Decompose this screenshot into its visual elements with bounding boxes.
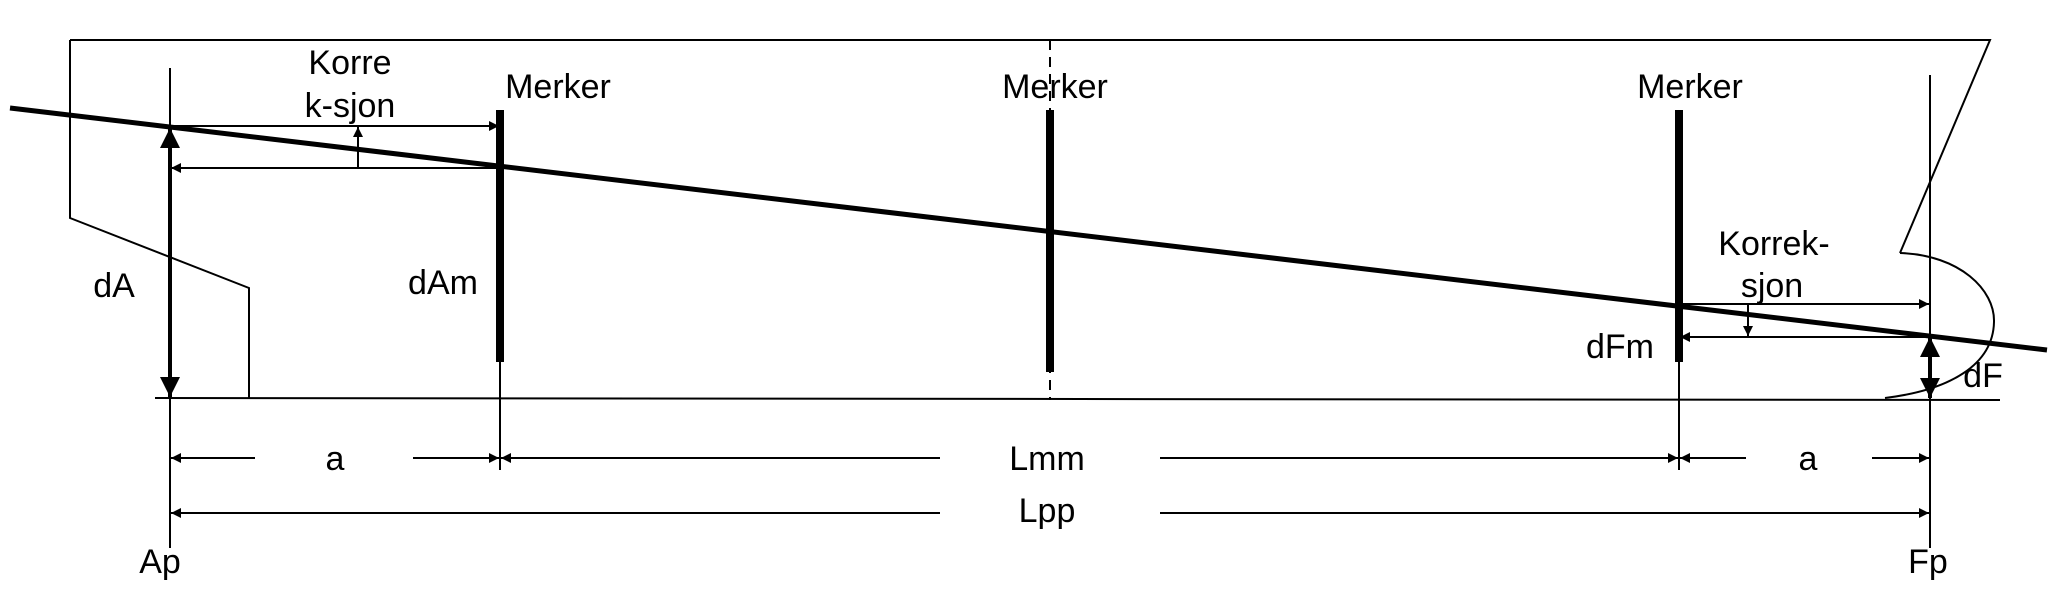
- keel-line: [154, 397, 2001, 401]
- dAm-label: dAm: [408, 264, 478, 302]
- fp-label: Fp: [1908, 543, 1948, 581]
- waterline: [9, 105, 2048, 353]
- merker-fwd-label: Merker: [1637, 68, 1743, 106]
- aft-correction-label-line1: Korre: [308, 44, 391, 82]
- fwd-correction-label-line2: sjon: [1741, 267, 1803, 305]
- merker-mid-label: Merker: [1002, 68, 1108, 106]
- dFm-label: dFm: [1586, 328, 1654, 366]
- stern-outline: [69, 40, 250, 398]
- a-aft-label: a: [326, 440, 345, 478]
- lpp-label: Lpp: [1019, 492, 1076, 530]
- fwd-correction-label-line1: Korrek-: [1718, 225, 1829, 263]
- aft-correction-label-line2: k-sjon: [305, 87, 396, 125]
- lmm-label: Lmm: [1009, 440, 1085, 478]
- a-fwd-label: a: [1799, 440, 1818, 478]
- ap-label: Ap: [139, 543, 181, 581]
- dA-label: dA: [93, 267, 135, 305]
- dF-label: dF: [1963, 357, 2003, 395]
- merker-aft-label: Merker: [505, 68, 611, 106]
